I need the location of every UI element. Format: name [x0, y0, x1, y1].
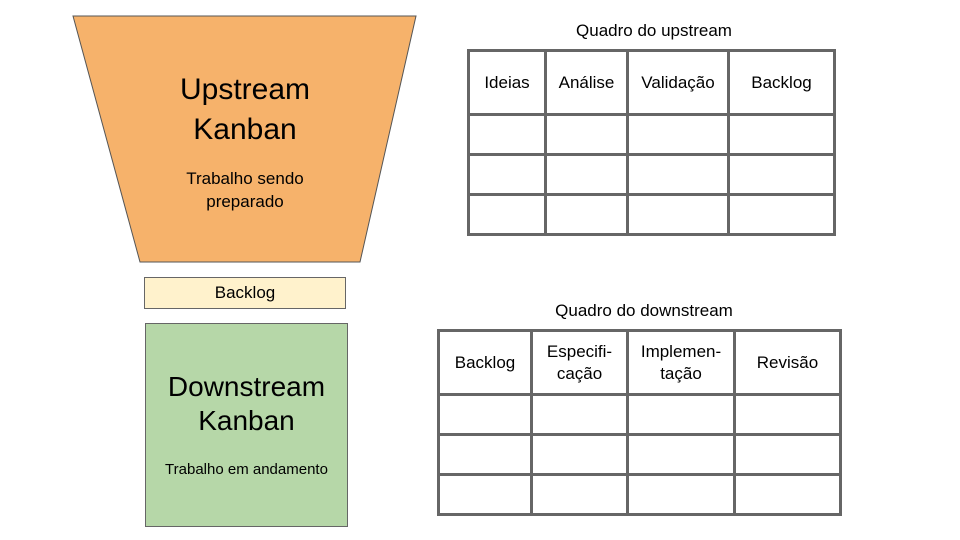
downstream-board-header-cell: Revisão — [733, 329, 842, 396]
upstream-board-header-cell: Backlog — [727, 49, 836, 116]
downstream-board-header-cell: Backlog — [437, 329, 533, 396]
upstream-board-row — [467, 153, 836, 196]
downstream-board-cell — [626, 433, 736, 476]
downstream-board-row — [437, 473, 842, 516]
upstream-board-cell — [544, 193, 629, 236]
upstream-kanban-subtitle: Trabalho sendo preparado — [145, 167, 345, 213]
upstream-board-cell — [544, 153, 629, 196]
downstream-col-especificacao-line-1: Especifi- — [546, 341, 613, 361]
upstream-kanban-title: Upstream Kanban — [145, 70, 345, 150]
downstream-board-cell — [530, 473, 629, 516]
downstream-board: Backlog Especifi-cação Implemen-tação Re… — [437, 329, 842, 516]
upstream-board-cell — [544, 113, 629, 156]
upstream-col-backlog: Backlog — [751, 72, 812, 92]
downstream-board-header-row: Backlog Especifi-cação Implemen-tação Re… — [437, 329, 842, 396]
upstream-board-header-cell: Análise — [544, 49, 629, 116]
upstream-board-cell — [727, 193, 836, 236]
downstream-col-especificacao-line-2: cação — [556, 363, 603, 383]
upstream-board-cell — [626, 113, 730, 156]
downstream-board-cell — [437, 473, 533, 516]
downstream-board-cell — [733, 433, 842, 476]
upstream-subtitle-line-2: preparado — [206, 192, 284, 211]
upstream-title-line-1: Upstream — [179, 73, 311, 106]
upstream-board-header-row: Ideias Análise Validação Backlog — [467, 49, 836, 116]
downstream-title-line-1: Downstream — [167, 371, 326, 402]
downstream-board-cell — [626, 473, 736, 516]
downstream-board-cell — [530, 393, 629, 436]
backlog-bar: Backlog — [144, 277, 346, 309]
upstream-board-cell — [467, 193, 547, 236]
downstream-kanban-title: Downstream Kanban — [146, 370, 347, 438]
downstream-col-revisao: Revisão — [756, 352, 819, 372]
downstream-board-header-cell: Especifi-cação — [530, 329, 629, 396]
upstream-funnel — [72, 15, 417, 263]
upstream-board-header-cell: Ideias — [467, 49, 547, 116]
downstream-kanban-subtitle: Trabalho em andamento — [165, 461, 328, 478]
upstream-board-caption: Quadro do upstream — [576, 21, 732, 40]
upstream-col-analise: Análise — [558, 72, 615, 92]
upstream-col-ideias: Ideias — [484, 72, 530, 92]
downstream-board-row — [437, 433, 842, 476]
downstream-board-cell — [626, 393, 736, 436]
upstream-board: Ideias Análise Validação Backlog — [467, 49, 836, 236]
downstream-board-cell — [437, 393, 533, 436]
upstream-subtitle-line-1: Trabalho sendo — [186, 169, 304, 188]
downstream-board-cell — [733, 473, 842, 516]
downstream-board-cell — [437, 433, 533, 476]
downstream-col-implementacao-line-2: tação — [660, 363, 702, 383]
upstream-board-cell — [467, 113, 547, 156]
upstream-col-validacao: Validação — [641, 72, 715, 92]
downstream-col-backlog: Backlog — [454, 352, 516, 372]
downstream-kanban-box: Downstream Kanban Trabalho em andamento — [145, 323, 348, 527]
upstream-title-line-2: Kanban — [193, 113, 297, 146]
downstream-board-cell — [733, 393, 842, 436]
upstream-board-cell — [727, 153, 836, 196]
upstream-board-cell — [626, 193, 730, 236]
downstream-board-cell — [530, 433, 629, 476]
upstream-board-cell — [626, 153, 730, 196]
upstream-board-row — [467, 113, 836, 156]
upstream-board-header-cell: Validação — [626, 49, 730, 116]
downstream-board-header-cell: Implemen-tação — [626, 329, 736, 396]
upstream-board-row — [467, 193, 836, 236]
upstream-board-cell — [727, 113, 836, 156]
upstream-board-cell — [467, 153, 547, 196]
downstream-title-line-2: Kanban — [198, 405, 295, 436]
downstream-col-implementacao-line-1: Implemen- — [640, 341, 722, 361]
downstream-board-caption: Quadro do downstream — [555, 301, 733, 320]
downstream-board-row — [437, 393, 842, 436]
